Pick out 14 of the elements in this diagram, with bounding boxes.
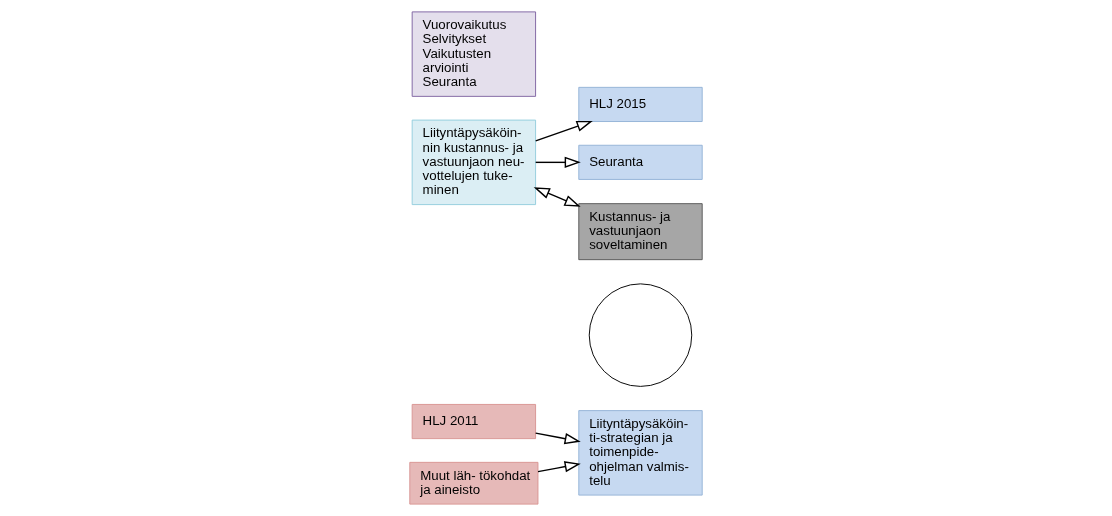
node-box: Seuranta: [578, 144, 703, 180]
arrow: [535, 156, 581, 168]
node-box: Liityntäpysäköin- ti-strategian ja toimenpide- ohjelman valmis- telu: [578, 410, 703, 496]
node-box: Liityntäpysäköin- nin kustannus- ja vastuunjaon neu- vottelujen tuke- minen: [411, 119, 537, 206]
node-box: Muut läh- tökohdat ja aineisto: [409, 461, 539, 505]
node-circle: [588, 283, 693, 387]
arrow: [537, 461, 581, 473]
node-box: HLJ 2011: [411, 403, 537, 440]
arrow: [533, 187, 581, 207]
arrow: [535, 432, 581, 445]
node-box: Kustannus- ja vastuunjaon soveltaminen: [578, 203, 703, 261]
node-box: Vuorovaikutus Selvitykset Vaikutusten arviointi Seuranta: [411, 11, 537, 97]
node-box: HLJ 2015: [578, 86, 703, 122]
arrow: [535, 120, 593, 142]
